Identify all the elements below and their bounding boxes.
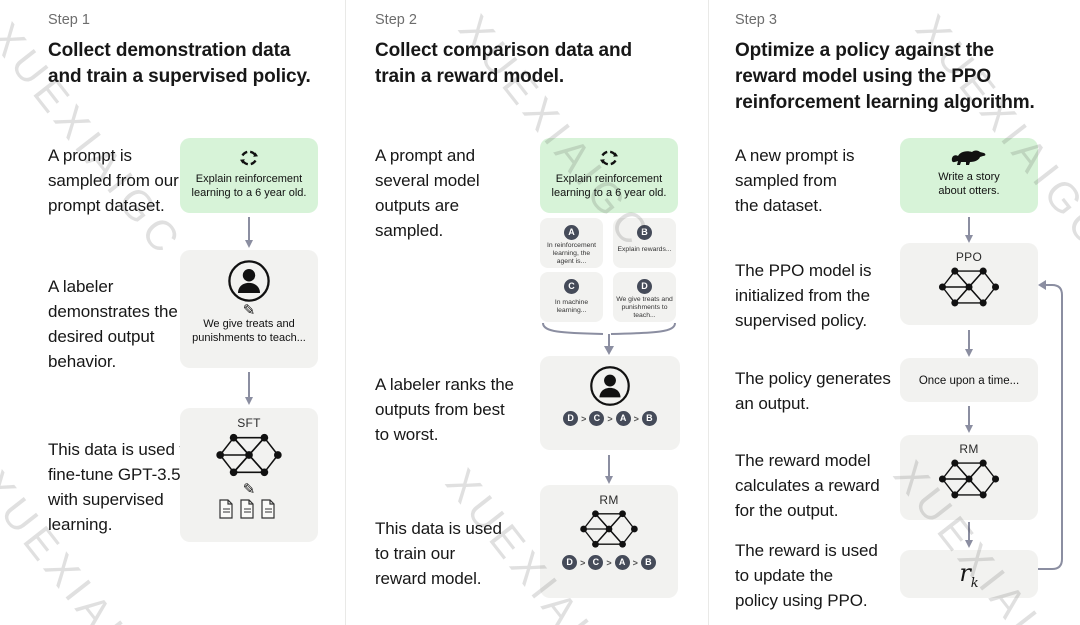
network-icon (900, 456, 1038, 502)
reward-symbol: rk (959, 559, 978, 591)
pencil-icon: ✎ (242, 302, 256, 319)
rank-badge: B (640, 555, 656, 570)
pencil-icon: ✎ (242, 481, 256, 498)
arrow-down-icon (965, 406, 973, 433)
step3-output-text: Once upon a time... (918, 375, 1020, 387)
documents-icon (180, 499, 318, 520)
refresh-icon (180, 147, 318, 169)
rank-separator: > (633, 413, 639, 424)
step1-sft-box: SFT ✎ (180, 408, 318, 542)
step3-reward-box: rk (900, 550, 1038, 598)
step2-prompt-text: Explain reinforcement learning to a 6 ye… (551, 173, 667, 199)
rm-title: RM (599, 493, 619, 507)
output-box-b: B Explain rewards... (613, 218, 676, 268)
person-icon (540, 365, 680, 407)
step2-annotation-sampled: A prompt and several model outputs are s… (375, 146, 480, 240)
step1-annotation-finetune: This data is used to fine-tune GPT-3.5 w… (48, 440, 194, 534)
step3-prompt-text: Write a story about otters. (938, 171, 1000, 197)
step1-labeler-box: ✎ We give treats and punishments to teac… (180, 250, 318, 368)
reward-symbol-base: r (959, 559, 971, 587)
step2-annotation-ranks: A labeler ranks the outputs from best to… (375, 375, 514, 444)
rm-title: RM (959, 442, 979, 456)
step1-heading: Collect demonstration data and train a s… (48, 40, 311, 87)
step1-prompt-box: Explain reinforcement learning to a 6 ye… (180, 138, 318, 213)
rank-separator: > (581, 413, 587, 424)
ppo-title: PPO (955, 250, 983, 264)
otter-icon (900, 149, 1038, 166)
step1-annotation-labeler: A labeler demonstrates the desired outpu… (48, 277, 178, 371)
letter-badge-a: A (564, 225, 579, 240)
step2-heading: Collect comparison data and train a rewa… (375, 40, 633, 87)
rank-separator: > (607, 413, 613, 424)
output-text-d: We give treats and punishments to teach.… (616, 296, 673, 319)
letter-badge-d: D (637, 279, 652, 294)
rank-badge: C (588, 555, 604, 570)
step2-ranking-box: D > C > A > B (540, 356, 680, 450)
step1-annotation-prompt: A prompt is sampled from our prompt data… (48, 146, 179, 215)
letter-badge-c: C (564, 279, 579, 294)
step2-prompt-box: Explain reinforcement learning to a 6 ye… (540, 138, 678, 213)
rank-badge: B (641, 411, 657, 426)
ranking-row: D > C > A > B (540, 411, 680, 426)
arrow-down-icon (245, 217, 253, 248)
reward-symbol-subscript: k (970, 575, 979, 591)
output-box-a: A In reinforcement learning, the agent i… (540, 218, 603, 268)
ranking-row: D > C > A > B (540, 555, 678, 570)
network-icon (540, 507, 678, 551)
step3-rm-box: RM (900, 435, 1038, 520)
step1-demonstration-text: We give treats and punishments to teach.… (192, 318, 306, 344)
output-text-a: In reinforcement learning, the agent is.… (546, 242, 597, 265)
step3-heading: Optimize a policy against the reward mod… (735, 40, 1035, 113)
arrow-down-icon (965, 522, 973, 548)
step3-annotation-output: The policy generates an output. (735, 369, 891, 413)
step3-prompt-box: Write a story about otters. (900, 138, 1038, 213)
feedback-loop-arrow-icon (1036, 277, 1068, 575)
rank-separator: > (606, 557, 612, 568)
rank-badge: A (614, 555, 630, 570)
step2-label: Step 2 (375, 12, 417, 28)
step3-annotation-update: The reward is used to update the policy … (735, 541, 878, 610)
step1-prompt-text: Explain reinforcement learning to a 6 ye… (191, 173, 307, 199)
sft-title: SFT (237, 416, 261, 430)
step3-label: Step 3 (735, 12, 777, 28)
output-box-d: D We give treats and punishments to teac… (613, 272, 676, 322)
step3-annotation-ppo: The PPO model is initialized from the su… (735, 261, 872, 330)
step1-label: Step 1 (48, 12, 90, 28)
network-icon (900, 264, 1038, 310)
step2-annotation-train: This data is used to train our reward mo… (375, 519, 502, 588)
step3-output-box: Once upon a time... (900, 358, 1038, 402)
arrow-down-icon (965, 330, 973, 357)
refresh-icon (540, 147, 678, 169)
arrow-down-icon (965, 217, 973, 243)
arrow-down-icon (245, 372, 253, 405)
rank-badge: D (563, 411, 579, 426)
rank-badge: A (615, 411, 631, 426)
arrow-down-icon (605, 455, 613, 484)
output-text-b: Explain rewards... (617, 246, 672, 253)
column-divider-1 (345, 0, 346, 625)
letter-badge-b: B (637, 225, 652, 240)
rank-separator: > (580, 557, 586, 568)
step3-annotation-prompt: A new prompt is sampled from the dataset… (735, 146, 855, 215)
step3-ppo-box: PPO (900, 243, 1038, 325)
step2-rm-box: RM D > C > A (540, 485, 678, 598)
output-box-c: C In machine learning... (540, 272, 603, 322)
brace-connector-icon (541, 322, 677, 356)
column-divider-2 (708, 0, 709, 625)
network-icon (180, 430, 318, 480)
step3-annotation-reward: The reward model calculates a reward for… (735, 451, 880, 520)
rank-separator: > (632, 557, 638, 568)
rank-badge: C (589, 411, 605, 426)
person-icon (180, 259, 318, 303)
rank-badge: D (562, 555, 578, 570)
output-text-c: In machine learning... (554, 299, 589, 314)
